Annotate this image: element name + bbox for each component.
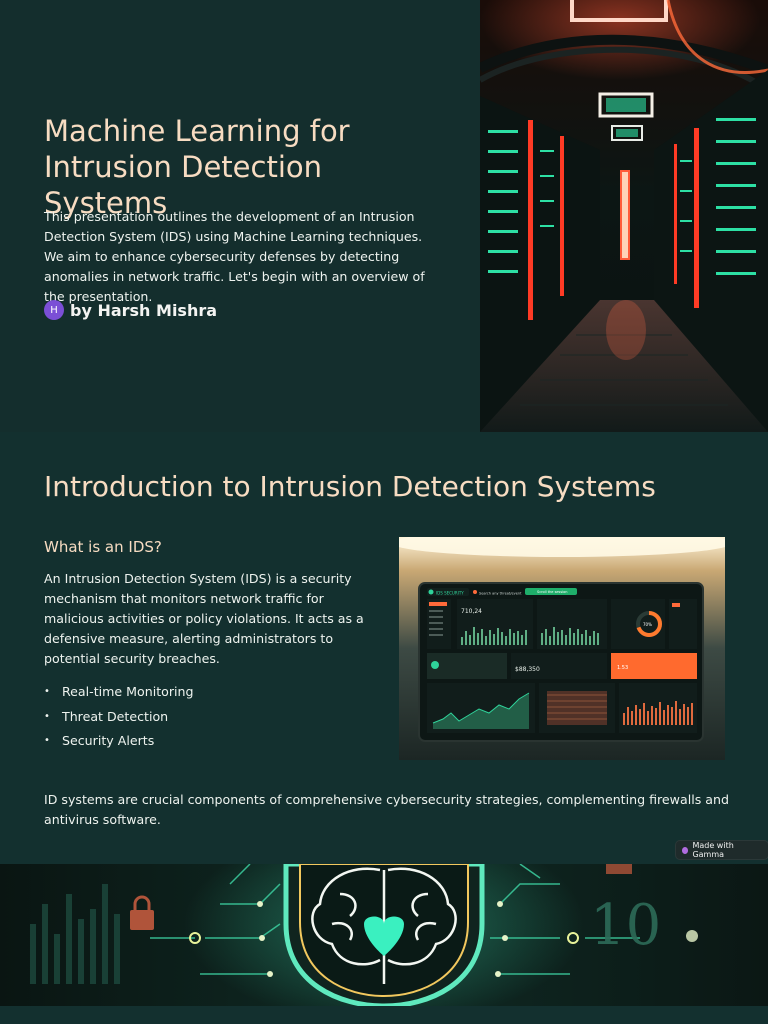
list-item: • Real-time Monitoring	[44, 682, 194, 707]
server-room-image	[480, 0, 768, 432]
feature-label: Real-time Monitoring	[62, 684, 194, 699]
made-with-gamma-badge[interactable]: Made with Gamma	[676, 841, 768, 859]
title-slide: Machine Learning for Intrusion Detection…	[0, 0, 768, 432]
bullet-icon: •	[44, 735, 50, 746]
badge-label: Made with Gamma	[692, 841, 734, 859]
ai-shield-image: 10	[0, 864, 768, 1006]
feature-label: Threat Detection	[62, 708, 169, 724]
list-item: • Security Alerts	[44, 731, 194, 756]
section-subtitle: What is an IDS?	[44, 538, 162, 556]
gamma-logo-icon	[682, 846, 689, 854]
bullet-icon: •	[44, 686, 50, 697]
ids-description: An Intrusion Detection System (IDS) is a…	[44, 571, 364, 666]
ai-shield-illustration: 10	[0, 864, 768, 1006]
server-corridor-illustration	[480, 0, 768, 432]
list-item: • Threat Detection	[44, 707, 194, 732]
dashboard-brand: IDS SECURITY	[436, 591, 464, 596]
threat-value: 1.53	[617, 665, 628, 671]
author-avatar: H	[44, 300, 64, 320]
feature-list: •Real-time Monitoring •Threat Detection …	[44, 682, 194, 756]
donut-value: 70%	[643, 622, 652, 627]
lock-icon	[130, 895, 154, 930]
dashboard-illustration: IDS SECURITY Search any threat/event Scr…	[399, 537, 725, 760]
intro-slide: Introduction to Intrusion Detection Syst…	[0, 432, 768, 864]
dashboard-kpi: 710,24	[461, 608, 482, 615]
author-name: by Harsh Mishra	[70, 300, 218, 320]
bullet-icon: •	[44, 710, 50, 722]
presentation-title: Machine Learning for Intrusion Detection…	[44, 114, 350, 220]
slide-title: Introduction to Intrusion Detection Syst…	[44, 470, 656, 503]
panel-value: $88,350	[515, 666, 540, 673]
author-row: H by Harsh Mishra	[44, 299, 217, 321]
dashboard-top-button: Scroll the session	[537, 590, 568, 594]
intro-paragraph: This presentation outlines the developme…	[44, 209, 425, 304]
feature-label: Security Alerts	[62, 733, 155, 748]
dashboard-search: Search any threat/event	[479, 592, 522, 596]
poster-number: 10	[590, 893, 661, 958]
summary-paragraph: ID systems are crucial components of com…	[44, 792, 729, 827]
security-dashboard-image: IDS SECURITY Search any threat/event Scr…	[399, 537, 725, 760]
